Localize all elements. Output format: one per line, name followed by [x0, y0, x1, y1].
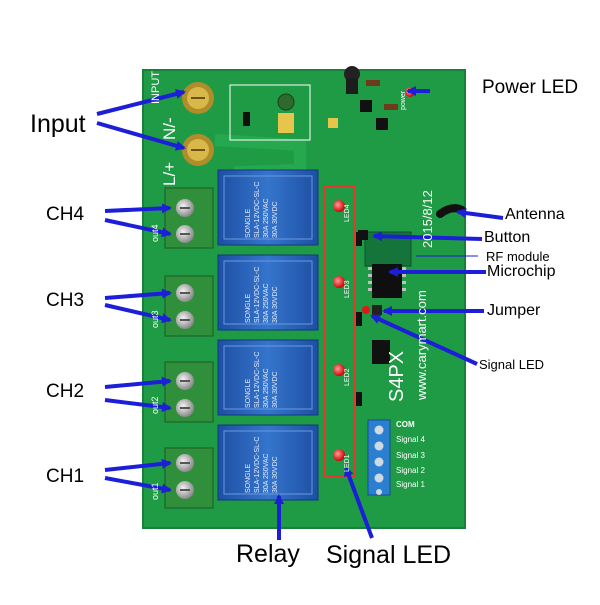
microchip: [372, 264, 402, 298]
input-terminal-l: [182, 134, 214, 166]
label-microchip: Microchip: [487, 263, 556, 280]
relay-model: SLA-12VDC-SL-C: [254, 181, 261, 238]
signal-pin-2: Signal 2: [396, 466, 425, 475]
channel-tag-4: out4: [150, 224, 160, 242]
board-model: S4PX: [386, 350, 408, 402]
relay-brand: SONGLE: [245, 378, 252, 408]
relay-brand: SONGLE: [245, 463, 252, 493]
label-jumper: Jumper: [487, 302, 541, 319]
led-tag-2: LED2: [344, 368, 351, 386]
led-tag-1: LED1: [344, 454, 351, 472]
label-ch4: CH4: [46, 204, 85, 225]
power-led-tag: power: [400, 90, 407, 110]
relay-rating-2: 30A 30VDC: [272, 286, 279, 323]
relay-rating-1: 30A 250VAC: [263, 198, 270, 238]
label-signal-led-bottom: Signal LED: [326, 541, 452, 569]
label-ch3: CH3: [46, 290, 85, 311]
relay-rating-1: 30A 250VAC: [263, 283, 270, 323]
signal-header: [367, 419, 391, 496]
relay-3: [217, 254, 319, 331]
led-tag-3: LED3: [344, 280, 351, 298]
input-terminal-n: [182, 82, 214, 114]
signal-led-strip-outline: [323, 185, 355, 477]
channel-tag-3: out3: [150, 310, 160, 328]
channel-tag-2: out2: [150, 396, 160, 414]
relay-1: [217, 424, 319, 501]
relay-4: [217, 169, 319, 246]
label-ch1: CH1: [46, 466, 85, 487]
terminal-block-ch4: [164, 187, 214, 249]
relay-rating-1: 30A 250VAC: [263, 453, 270, 493]
label-antenna: Antenna: [505, 206, 565, 223]
relay-rating-2: 30A 30VDC: [272, 201, 279, 238]
signal-pin-1: Signal 1: [396, 480, 425, 489]
relay-rating-2: 30A 30VDC: [272, 371, 279, 408]
label-power-led: Power LED: [482, 77, 579, 98]
label-relay: Relay: [236, 540, 300, 568]
label-input: Input: [30, 110, 86, 138]
relay-rating-1: 30A 250VAC: [263, 368, 270, 408]
relay-brand: SONGLE: [245, 208, 252, 238]
label-rf-module: RF module: [486, 249, 550, 264]
signal-pin-3: Signal 3: [396, 451, 425, 460]
board-date: 2015/8/12: [420, 190, 435, 248]
relay-2: [217, 339, 319, 416]
terminal-block-ch1: [164, 447, 214, 509]
led-tag-4: LED4: [344, 204, 351, 222]
input-terminal-l-label: L/+: [160, 161, 179, 186]
terminal-block-ch2: [164, 361, 214, 423]
signal-led-4: [333, 200, 345, 212]
relay-brand: SONGLE: [245, 293, 252, 323]
annotation-arrows: [96, 86, 504, 540]
relay-rating-2: 30A 30VDC: [272, 456, 279, 493]
button-component: [358, 230, 368, 240]
channel-tag-1: out1: [150, 482, 160, 500]
relay-model: SLA-12VDC-SL-C: [254, 351, 261, 408]
board-website: www.carymart.com: [414, 290, 429, 400]
relay-model: SLA-12VDC-SL-C: [254, 436, 261, 493]
signal-led-1: [333, 449, 345, 461]
terminal-block-ch3: [164, 275, 214, 337]
signal-header-com: COM: [396, 420, 415, 429]
signal-led-2: [333, 364, 345, 376]
input-tag: INPUT: [150, 71, 162, 104]
label-signal-led-right: Signal LED: [479, 357, 545, 372]
jumper-led: [362, 306, 370, 314]
signal-led-3: [333, 276, 345, 288]
signal-pin-4: Signal 4: [396, 435, 425, 444]
label-button: Button: [484, 229, 531, 246]
input-terminal-n-label: N/-: [160, 117, 179, 140]
label-ch2: CH2: [46, 381, 85, 402]
relay-model: SLA-12VDC-SL-C: [254, 266, 261, 323]
